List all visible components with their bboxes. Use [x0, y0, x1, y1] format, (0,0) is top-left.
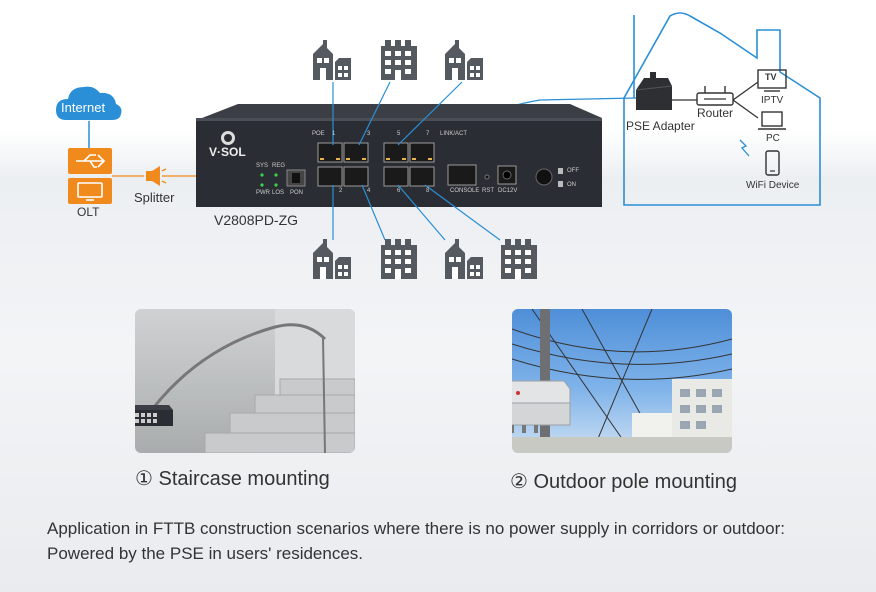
port-5-label: 5	[397, 131, 401, 137]
building-icon	[313, 239, 351, 279]
pole-photo	[512, 309, 732, 453]
building-icon	[501, 239, 537, 279]
los-label: LOS	[272, 190, 285, 196]
v2808pd-zg-device	[196, 104, 602, 207]
console-label: CONSOLE	[450, 188, 480, 194]
building-icon	[381, 40, 417, 80]
internet-label: Internet	[61, 100, 106, 115]
house-outline	[623, 12, 821, 206]
pse-adapter-label: PSE Adapter	[626, 119, 695, 133]
device-model-label: V2808PD-ZG	[214, 212, 299, 228]
internet-cloud-icon	[56, 86, 122, 120]
building-icon	[381, 239, 417, 279]
port-4-label: 4	[367, 188, 371, 194]
sys-label: SYS	[256, 163, 269, 169]
port-8-label: 8	[426, 188, 430, 194]
pon-label: PON	[290, 190, 304, 196]
splitter-label: Splitter	[134, 190, 175, 205]
splitter-icon	[146, 166, 167, 186]
poe-label: POE	[312, 131, 325, 137]
pwr-label: PWR	[256, 190, 270, 196]
tv-icon	[757, 69, 787, 92]
port-2-label: 2	[339, 188, 343, 194]
port-7-label: 7	[426, 131, 430, 137]
staircase-photo	[135, 309, 355, 453]
tv-text: TV	[765, 72, 777, 82]
port-lines-bottom	[332, 184, 501, 241]
off-label: OFF	[567, 168, 579, 174]
iptv-label: IPTV	[761, 95, 784, 106]
pse-adapter-icon	[635, 72, 673, 110]
wifi-signal-icon	[739, 139, 750, 157]
router-icon	[696, 86, 734, 106]
staircase-caption: ① Staircase mounting	[135, 468, 330, 490]
olt-label: OLT	[77, 205, 100, 219]
port-lines-top	[332, 81, 463, 146]
wifi-device-label: WiFi Device	[746, 180, 800, 191]
building-icon	[445, 239, 483, 279]
olt-monitor-icon	[68, 178, 112, 204]
reg-label: REG	[272, 163, 286, 169]
brand-logo-text: V·SOL	[209, 145, 246, 159]
pole-caption: ② Outdoor pole mounting	[510, 471, 737, 493]
building-icon	[445, 40, 483, 80]
dc12v-label: DC12V	[498, 188, 518, 194]
olt-usb-icon	[68, 148, 112, 174]
pc-icon	[758, 111, 786, 130]
building-icon	[313, 40, 351, 80]
application-description: Application in FTTB construction scenari…	[47, 519, 785, 563]
phone-icon	[765, 150, 780, 176]
rst-label: RST	[482, 188, 494, 194]
router-label: Router	[697, 106, 734, 120]
on-label: ON	[567, 182, 576, 188]
pc-label: PC	[766, 133, 780, 144]
port-6-label: 6	[397, 188, 401, 194]
link-act-label: LINK/ACT	[440, 131, 468, 137]
port-1-label: 1	[332, 131, 336, 137]
port-3-label: 3	[367, 131, 371, 137]
